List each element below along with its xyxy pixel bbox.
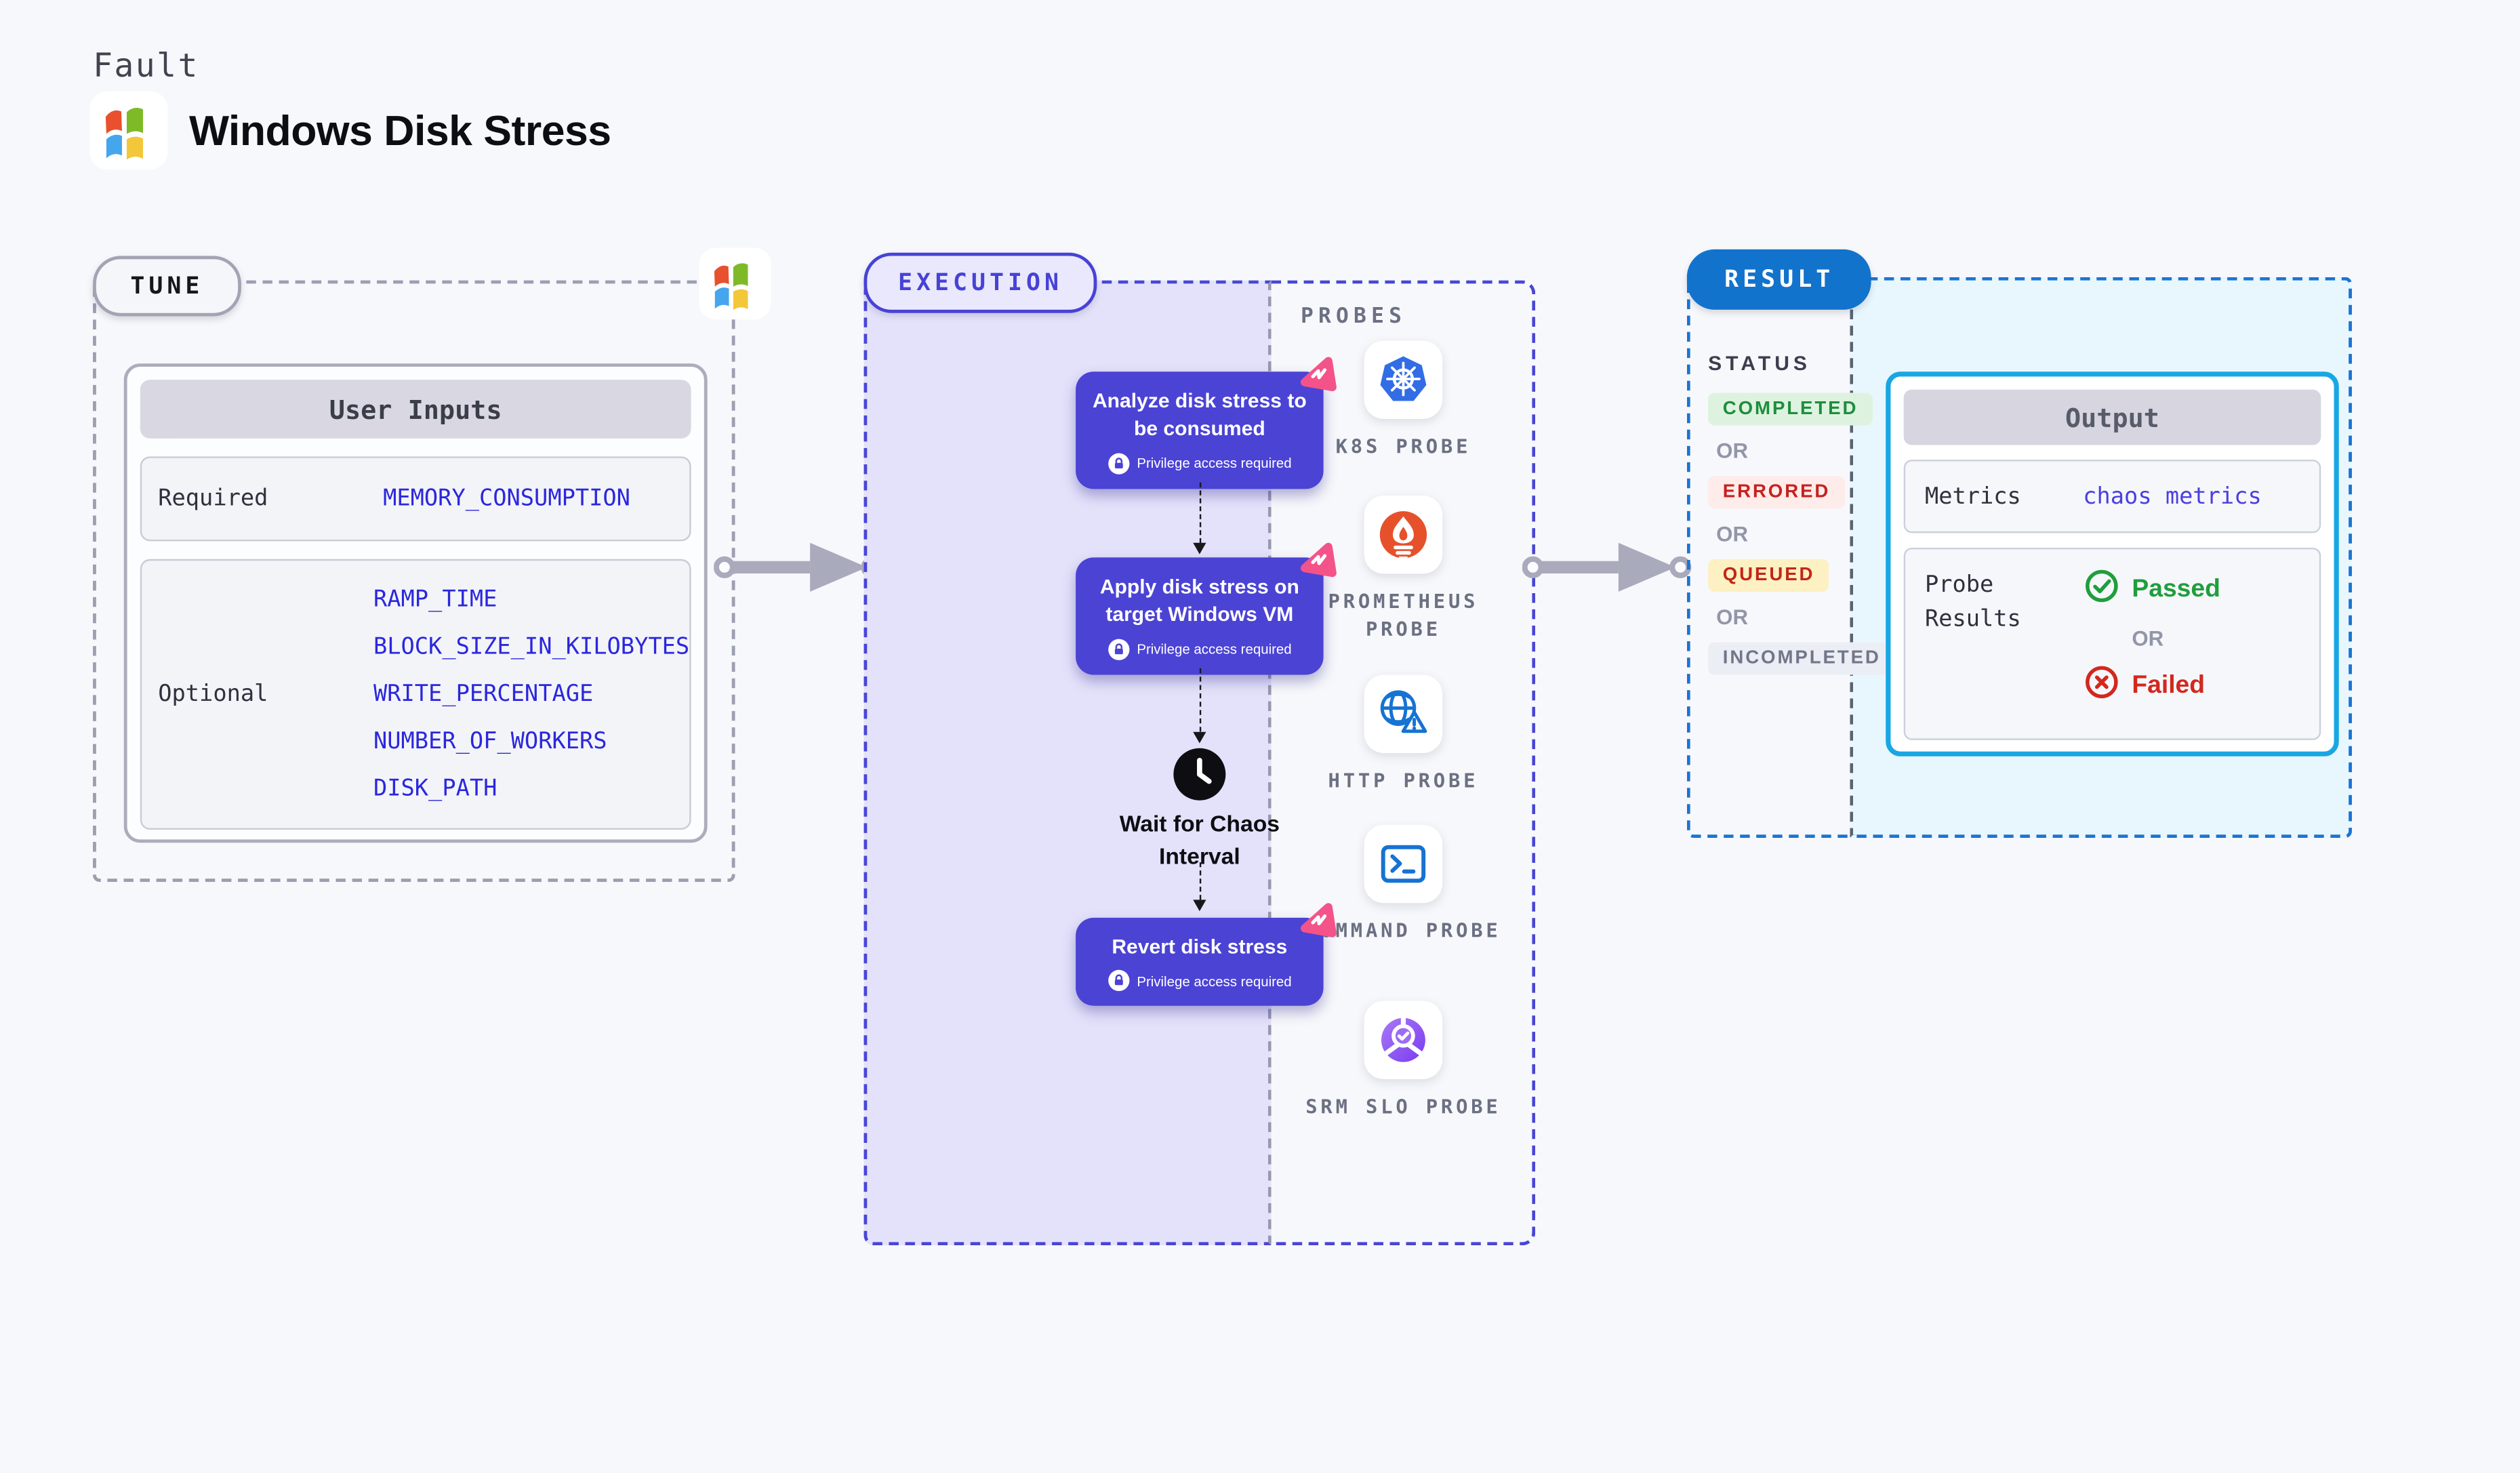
execution-badge: EXECUTION	[863, 252, 1097, 313]
windows-logo-icon	[89, 91, 168, 170]
terminal-icon	[1364, 824, 1443, 904]
step-title: Revert disk stress	[1112, 935, 1288, 959]
privilege-note: Privilege access required	[1089, 970, 1310, 992]
probes-panel: PROBES K8S PROBE	[1271, 280, 1536, 1246]
optional-label: Optional	[158, 681, 268, 708]
probe-label: K8S PROBE	[1335, 435, 1471, 458]
metrics-value-link: chaos metrics	[2083, 483, 2262, 510]
probe-label: HTTP PROBE	[1328, 769, 1479, 792]
probe-item-k8s: K8S PROBE	[1272, 340, 1536, 462]
user-inputs-title: User Inputs	[140, 380, 691, 439]
flow-connector	[1194, 668, 1207, 744]
arrow-tune-to-execution	[714, 542, 883, 592]
required-inputs-row: Required MEMORY_CONSUMPTION	[140, 456, 691, 542]
page-title: Windows Disk Stress	[188, 105, 611, 155]
output-title: Output	[1903, 389, 2321, 445]
probe-result-passed: Passed	[2085, 569, 2220, 611]
step-title: Apply disk stress on target Windows VM	[1099, 575, 1299, 627]
probe-label: COMMAND PROBE	[1305, 919, 1501, 942]
srm-slo-icon	[1364, 1001, 1443, 1079]
probe-item-prometheus: PROMETHEUS PROBE	[1272, 496, 1536, 645]
optional-value: WRITE_PERCENTAGE	[373, 681, 594, 708]
x-circle-icon	[2085, 665, 2119, 708]
status-badge-completed: COMPLETED	[1708, 392, 1873, 426]
probe-item-srm-slo: SRM SLO PROBE	[1272, 1001, 1536, 1122]
optional-value: DISK_PATH	[373, 775, 497, 803]
probe-label: PROMETHEUS PROBE	[1328, 590, 1479, 641]
windows-logo-icon-small	[699, 247, 771, 320]
required-value: MEMORY_CONSUMPTION	[383, 485, 630, 512]
probe-item-http: HTTP PROBE	[1272, 674, 1536, 796]
clock-icon	[1172, 746, 1227, 810]
execution-section: PROBES K8S PROBE	[863, 252, 1536, 1246]
status-badge-queued: QUEUED	[1708, 559, 1830, 592]
result-section: RESULT STATUS COMPLETED OR ERRORED OR QU…	[1686, 249, 2352, 839]
or-label: OR	[1716, 438, 1749, 463]
lock-icon	[1107, 452, 1129, 474]
status-label: STATUS	[1708, 352, 1811, 376]
optional-value: NUMBER_OF_WORKERS	[373, 728, 607, 755]
probe-label: SRM SLO PROBE	[1305, 1095, 1501, 1118]
optional-value: BLOCK_SIZE_IN_KILOBYTES	[373, 634, 690, 660]
status-badge-incompleted: INCOMPLETED	[1708, 642, 1896, 675]
title-row: Windows Disk Stress	[89, 91, 611, 170]
or-label: OR	[1716, 521, 1749, 546]
step-card-apply: Apply disk stress on target Windows VM P…	[1076, 542, 1337, 674]
privilege-note: Privilege access required	[1089, 638, 1310, 660]
or-label: OR	[1716, 605, 1749, 630]
http-globe-icon	[1364, 674, 1443, 753]
kubernetes-icon	[1364, 340, 1443, 420]
arrow-execution-to-result	[1522, 542, 1692, 592]
tune-section: TUNE User Inputs Required MEMORY_CONSUMP…	[93, 247, 771, 882]
probe-result-failed: Failed	[2085, 665, 2220, 708]
chaos-flag-icon	[1299, 355, 1339, 403]
metrics-label: Metrics	[1924, 483, 2021, 510]
probe-results-label: Probe Results	[1924, 572, 2021, 633]
optional-value: RAMP_TIME	[373, 586, 497, 613]
optional-inputs-row: Optional RAMP_TIME BLOCK_SIZE_IN_KILOBYT…	[140, 559, 691, 830]
chaos-flag-icon	[1299, 902, 1339, 949]
tune-badge: TUNE	[93, 256, 241, 317]
step-card-revert: Revert disk stress Privilege access requ…	[1076, 903, 1337, 1007]
flow-connector	[1194, 482, 1207, 554]
step-title: Analyze disk stress to be consumed	[1092, 389, 1307, 441]
probes-label: PROBES	[1300, 304, 1407, 329]
output-box: Output Metrics chaos metrics Probe Resul…	[1886, 371, 2339, 756]
lock-icon	[1107, 970, 1129, 992]
required-label: Required	[158, 485, 268, 512]
step-card-analyze: Analyze disk stress to be consumed Privi…	[1076, 357, 1337, 489]
flow-connector	[1194, 862, 1207, 912]
lock-icon	[1107, 638, 1129, 660]
probe-item-command: COMMAND PROBE	[1272, 824, 1536, 946]
result-badge: RESULT	[1686, 249, 1872, 310]
metrics-row: Metrics chaos metrics	[1903, 460, 2321, 533]
or-label: OR	[2132, 626, 2164, 651]
check-circle-icon	[2085, 569, 2119, 611]
status-list: STATUS COMPLETED OR ERRORED OR QUEUED OR…	[1708, 352, 1896, 675]
chaos-flag-icon	[1299, 541, 1339, 588]
privilege-note: Privilege access required	[1089, 452, 1310, 474]
status-badge-errored: ERRORED	[1708, 476, 1845, 509]
fault-kicker: Fault	[93, 45, 199, 85]
user-inputs-table: User Inputs Required MEMORY_CONSUMPTION …	[123, 363, 708, 843]
prometheus-icon	[1364, 496, 1443, 574]
probe-results-row: Probe Results Passed OR	[1903, 547, 2321, 740]
